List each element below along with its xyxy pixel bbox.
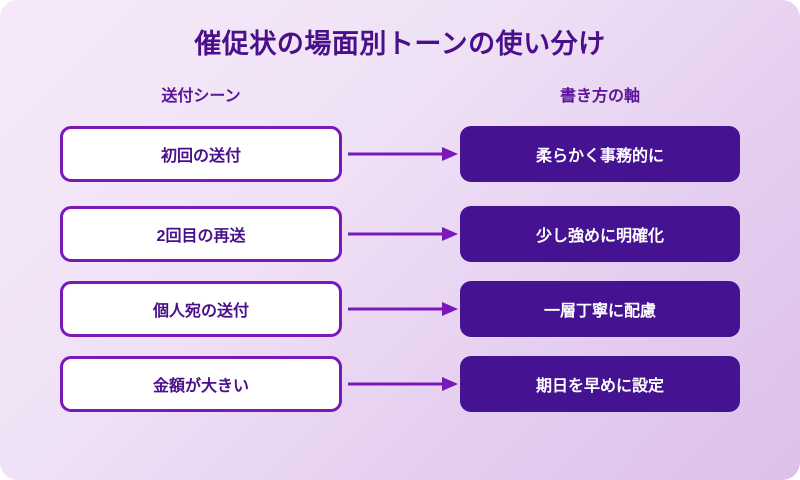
scene-label: 2回目の再送 bbox=[156, 228, 246, 245]
scene-box[interactable]: 金額が大きい bbox=[60, 356, 342, 412]
column-header-tone: 書き方の軸 bbox=[559, 88, 640, 105]
mapping-row: 個人宛の送付 一層丁寧に配慮 bbox=[0, 281, 800, 337]
tone-box[interactable]: 期日を早めに設定 bbox=[460, 356, 740, 412]
tone-label: 一層丁寧に配慮 bbox=[543, 303, 656, 320]
scene-label: 初回の送付 bbox=[160, 148, 241, 165]
tone-label: 少し強めに明確化 bbox=[535, 228, 664, 245]
tone-box[interactable]: 一層丁寧に配慮 bbox=[460, 281, 740, 337]
arrow-right-icon bbox=[348, 301, 458, 317]
arrow-right-icon bbox=[348, 226, 458, 242]
scene-label: 金額が大きい bbox=[152, 378, 249, 395]
mapping-row: 2回目の再送 少し強めに明確化 bbox=[0, 206, 800, 262]
arrow-right-icon bbox=[348, 146, 458, 162]
tone-label: 柔らかく事務的に bbox=[535, 148, 664, 165]
scene-label: 個人宛の送付 bbox=[152, 303, 249, 320]
mapping-row: 金額が大きい 期日を早めに設定 bbox=[0, 356, 800, 412]
scene-box[interactable]: 初回の送付 bbox=[60, 126, 342, 182]
tone-label: 期日を早めに設定 bbox=[535, 378, 664, 395]
column-header-scene: 送付シーン bbox=[161, 88, 241, 105]
scene-box[interactable]: 個人宛の送付 bbox=[60, 281, 342, 337]
arrow-right-icon bbox=[348, 376, 458, 392]
mapping-row: 初回の送付 柔らかく事務的に bbox=[0, 126, 800, 182]
tone-box[interactable]: 柔らかく事務的に bbox=[460, 126, 740, 182]
scene-box[interactable]: 2回目の再送 bbox=[60, 206, 342, 262]
page-title: 催促状の場面別トーンの使い分け bbox=[194, 29, 606, 59]
tone-box[interactable]: 少し強めに明確化 bbox=[460, 206, 740, 262]
